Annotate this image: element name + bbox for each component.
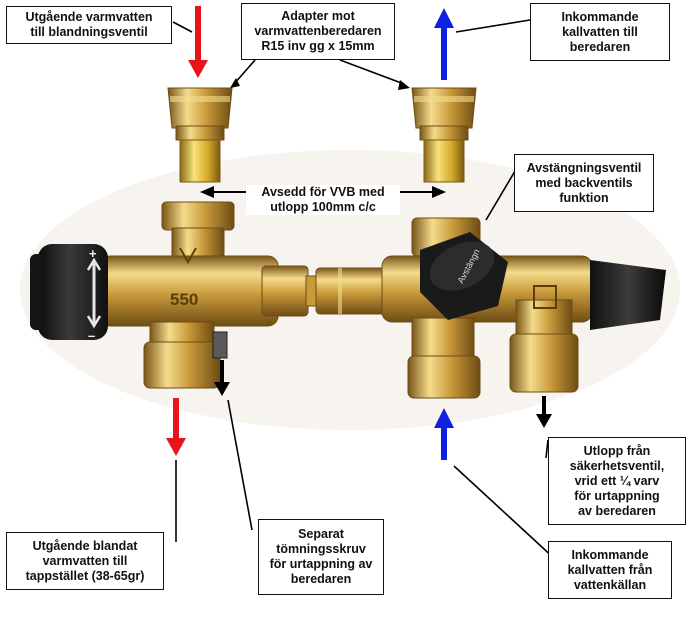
label-cold-in-source: Inkommande kallvatten från vattenkällan	[548, 541, 672, 599]
label-safety-outlet: Utlopp från säkerhetsventil, vrid ett ¼ …	[548, 437, 686, 525]
mixing-valve: 550	[99, 201, 279, 389]
cold-water-source-arrow	[434, 408, 454, 460]
safety-outlet-arrow	[536, 396, 552, 428]
label-cold-in-heater: Inkommande kallvatten till beredaren	[530, 3, 670, 61]
label-vvb-note: Avsedd för VVB med utlopp 100mm c/c	[246, 185, 400, 215]
temperature-knob: + –	[30, 244, 108, 343]
hot-water-out-arrow-top	[188, 6, 208, 78]
adapter-right	[411, 87, 477, 183]
label-mixed-out: Utgående blandat varmvatten till tappstä…	[6, 532, 164, 590]
label-shutoff-valve: Avstängningsventil med backventils funkt…	[514, 154, 654, 212]
knob-plus-sign: +	[89, 246, 97, 261]
drain-screw-arrow	[214, 360, 230, 396]
label-hot-out-valve: Utgående varmvatten till blandningsventi…	[6, 6, 172, 44]
label-adapter: Adapter mot varmvattenberedaren R15 inv …	[241, 3, 395, 60]
label-drain-screw: Separat tömningsskruv för urtappning av …	[258, 519, 384, 595]
mixed-water-out-arrow	[166, 398, 186, 456]
cold-water-in-arrow-top	[434, 8, 454, 80]
adapter-left	[167, 87, 233, 183]
shutoff-cap: Avstängn	[420, 232, 508, 320]
connector-nuts	[261, 265, 387, 317]
leader-lines	[172, 19, 557, 561]
valve-model-number: 550	[170, 290, 198, 309]
knob-minus-sign: –	[88, 328, 95, 343]
